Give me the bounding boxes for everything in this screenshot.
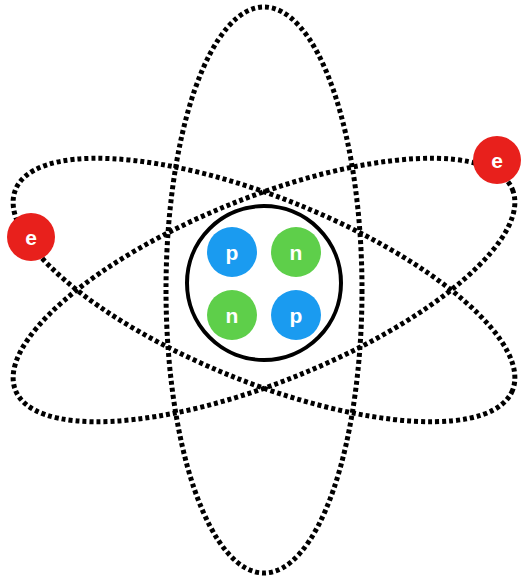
orbit <box>0 104 528 475</box>
neutron-label: n <box>290 242 303 263</box>
electron: e <box>7 213 55 261</box>
electron-label: e <box>25 227 37 248</box>
neutron: n <box>271 227 321 277</box>
orbit <box>166 7 362 573</box>
electron-label: e <box>491 150 503 171</box>
neutron: n <box>207 290 257 340</box>
proton-label: p <box>290 305 303 326</box>
nucleus-outline <box>187 206 341 360</box>
proton: p <box>271 290 321 340</box>
orbit <box>0 104 528 475</box>
electron: e <box>473 136 521 184</box>
neutron-label: n <box>226 305 239 326</box>
proton: p <box>207 227 257 277</box>
proton-label: p <box>226 242 239 263</box>
